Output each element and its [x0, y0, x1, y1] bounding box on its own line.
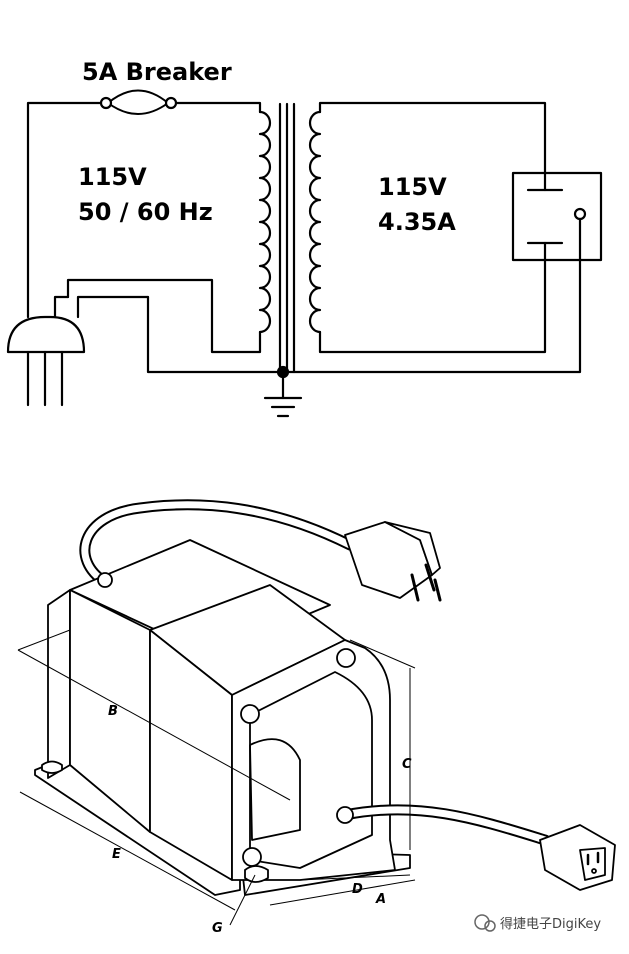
transformer-left-end	[47, 589, 71, 779]
bolt-bottom-left	[242, 847, 262, 867]
dim-d-label: D	[352, 882, 363, 897]
end-bell-panel	[249, 738, 301, 841]
watermark-logo-icon-2	[484, 920, 496, 932]
dim-b-label: B	[108, 704, 118, 719]
dim-g-label: G	[212, 921, 223, 936]
breaker-symbol	[107, 89, 169, 115]
end-bell	[231, 639, 396, 881]
primary-voltage-label: 115V	[78, 163, 147, 191]
end-bell-inset	[249, 671, 373, 869]
dim-c-ext-top	[349, 639, 416, 669]
breaker-terminal-right	[164, 96, 178, 110]
output-grommet	[336, 806, 354, 824]
dim-e-line	[19, 791, 236, 911]
primary-coil	[258, 110, 272, 334]
secondary-current-label: 4.35A	[378, 208, 456, 236]
secondary-coil	[308, 110, 322, 334]
plug-body	[6, 315, 86, 354]
watermark-text: 得捷电子DigiKey	[500, 916, 601, 932]
plug-ground-lead	[53, 295, 70, 319]
breaker-to-coil-wire	[171, 101, 262, 114]
breaker-terminal-left	[99, 96, 113, 110]
input-cord-inner	[81, 501, 354, 586]
dim-b-ext	[17, 629, 71, 651]
plug-neutral-lead	[76, 295, 150, 319]
receptacle-ground-wire	[146, 217, 582, 374]
bolt-back	[97, 572, 113, 588]
transformer-drawing	[34, 499, 616, 896]
secondary-bottom-lead	[318, 241, 547, 354]
primary-coil-bottom-lead	[66, 278, 262, 354]
left-mounting-slot	[41, 760, 63, 774]
receptacle-ground-terminal	[573, 207, 587, 221]
receptacle-box	[511, 171, 603, 262]
output-receptacle-ground-hole	[591, 868, 597, 874]
dimension-lines	[17, 629, 416, 926]
primary-frequency-label: 50 / 60 Hz	[78, 198, 213, 226]
output-receptacle-face	[579, 847, 606, 881]
input-plug-pin-3	[433, 578, 442, 602]
input-plug-face	[384, 521, 441, 576]
dim-c-label: C	[402, 757, 412, 772]
breaker-label: 5A Breaker	[82, 58, 232, 86]
dim-e-label: E	[112, 847, 121, 862]
dim-a-line	[269, 879, 416, 906]
dim-a-label: A	[375, 892, 386, 907]
dim-d-line	[299, 874, 411, 881]
input-plug-pin-1	[410, 573, 420, 602]
bolt-top-right	[336, 648, 356, 668]
input-plug-pin-2	[424, 563, 436, 592]
primary-top-wire	[26, 101, 107, 319]
secondary-top-lead	[318, 101, 547, 192]
mounting-slot	[244, 865, 269, 883]
dim-b-line	[17, 649, 291, 801]
watermark-logo-icon	[474, 914, 490, 930]
bolt-top-left	[240, 704, 260, 724]
output-cord-inner	[341, 806, 549, 844]
secondary-voltage-label: 115V	[378, 173, 447, 201]
transformer-schematic	[6, 89, 603, 418]
dim-g-leader	[229, 874, 256, 926]
watermark: 得捷电子DigiKey	[474, 914, 601, 932]
